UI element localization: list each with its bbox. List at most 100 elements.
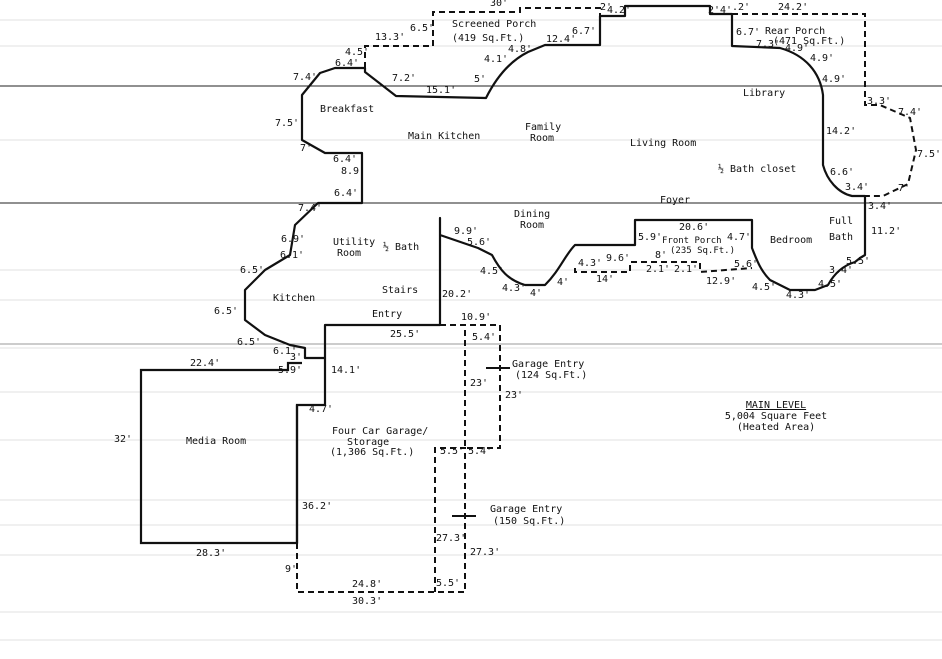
dimension: 3.4' [829, 265, 853, 276]
dimension: 14.1' [331, 365, 361, 376]
dimension: 4.3' [578, 258, 602, 269]
dimension: 6.1' [273, 346, 297, 357]
title-heated-area: (Heated Area) [736, 422, 816, 433]
half-bath-closet-label: ½ Bath closet [718, 163, 796, 175]
title-square-feet: 5,004 Square Feet [724, 411, 828, 422]
title-main-level: MAIN LEVEL [745, 400, 807, 411]
dimension: 4.8' [508, 44, 532, 55]
dimension: 3' [290, 352, 302, 363]
dimension: 6.6' [830, 167, 854, 178]
full-bath-label-1: Full [829, 216, 853, 227]
rear-porch-area: (471 Sq.Ft.) [773, 36, 845, 47]
utility-label: Utility [333, 237, 375, 248]
dimension: 2' [708, 5, 720, 16]
family-room-label: Room [530, 133, 554, 144]
dimension: 14' [596, 274, 614, 285]
dimension: 4' [720, 5, 732, 16]
entry-label: Entry [372, 309, 402, 320]
dimension: 7.4' [298, 203, 322, 214]
front-porch-label: Front Porch [662, 236, 722, 246]
ruled-lines [0, 19, 942, 641]
dimension: 22.4' [190, 358, 220, 369]
dimension: 36.2' [302, 501, 332, 512]
dimension: 27.3' [436, 533, 466, 544]
dimension: 7.4' [898, 107, 922, 118]
dimension: 20.6' [679, 222, 709, 233]
foyer-label: Foyer [660, 195, 690, 206]
utility-room-label: Room [337, 248, 361, 259]
dimension: 7' [300, 143, 312, 154]
screened-porch-label: Screened Porch [452, 19, 536, 30]
dimension: 2.1' [674, 264, 698, 275]
dimension: 6.9' [281, 234, 305, 245]
garage-label-2: Storage [347, 437, 389, 448]
dimension: 11.2' [871, 226, 901, 237]
dimension: 5.6' [467, 237, 491, 248]
dimension: 30.3' [352, 596, 382, 607]
dimension: 4.5' [818, 279, 842, 290]
dining-room-label: Room [520, 220, 544, 231]
dimension: 28.3' [196, 548, 226, 559]
garage-entry-b-area: (150 Sq.Ft.) [493, 516, 565, 527]
dimension: 6.7' [736, 27, 760, 38]
dimension: 10.9' [461, 312, 491, 323]
dimension: 4.2' [607, 5, 631, 16]
dimension: 7.2' [392, 73, 416, 84]
dimension: 6.4' [335, 58, 359, 69]
kitchen-label: Kitchen [273, 293, 315, 304]
dining-label: Dining [514, 209, 550, 220]
dimension: 30' [490, 0, 508, 9]
dimension: 3.4' [868, 201, 892, 212]
dimension: .2' [732, 2, 750, 13]
dimension: 12.4' [546, 34, 576, 45]
garage-label-1: Four Car Garage/ [332, 426, 428, 437]
dimension: 13.3' [375, 32, 405, 43]
dimension: 5.9' [638, 232, 662, 243]
dimension: 6.1' [280, 250, 304, 261]
media-room-label: Media Room [186, 436, 246, 447]
dimension: 6.7' [572, 26, 596, 37]
stairs-label: Stairs [382, 285, 418, 296]
dimension: 6.5' [410, 23, 434, 34]
library-label: Library [743, 88, 785, 99]
dimension: 23' [470, 378, 488, 389]
dimension: 5.6' [734, 259, 758, 270]
dimension: 5.4' [468, 446, 492, 457]
dimension: 4.9' [810, 53, 834, 64]
dimension: 25.5' [390, 329, 420, 340]
dimension: 6.4' [334, 188, 358, 199]
dimension: 15.1' [426, 85, 456, 96]
dimension: 9.9' [454, 226, 478, 237]
media-room-outline [139, 358, 327, 545]
dimension: 8.9' [341, 166, 365, 177]
half-bath-label: ½ Bath [383, 241, 419, 253]
dimension: 2.1' [646, 264, 670, 275]
rear-porch-label: Rear Porch [765, 26, 825, 37]
dimension: 14.2' [826, 126, 856, 137]
full-bath-label-2: Bath [829, 232, 853, 243]
dimension: 6.5' [240, 265, 264, 276]
dimension: 3.3' [867, 96, 891, 107]
dimension: 6.5' [214, 306, 238, 317]
dimension: 4.3' [786, 290, 810, 301]
dimension: 4.5' [480, 266, 504, 277]
dimension-labels: 30' 2' 4.2' 2' 4' .2' 24.2' 6.5' 6.7' 13… [114, 0, 941, 607]
main-kitchen-label: Main Kitchen [408, 131, 480, 142]
dimension: 4' [530, 288, 542, 299]
dimension: 4.1' [484, 54, 508, 65]
dimension: 23' [505, 390, 523, 401]
dimension: 7.5' [917, 149, 941, 160]
garage-entry-a-area: (124 Sq.Ft.) [515, 370, 587, 381]
dimension: 5.9' [278, 365, 302, 376]
dashed-porches [296, 7, 918, 593]
dimension: 4.7' [309, 404, 333, 415]
page-rule-lines [0, 85, 942, 345]
dimension: 32' [114, 434, 132, 445]
main-level-outline [243, 4, 867, 360]
garage-entry-b-label: Garage Entry [490, 504, 562, 515]
dimension: 2' [600, 2, 612, 13]
garage-entry-marks [452, 367, 510, 517]
dimension: 9.6' [606, 253, 630, 264]
title-block: MAIN LEVEL 5,004 Square Feet (Heated Are… [716, 400, 836, 433]
dimension: 5' [474, 74, 486, 85]
